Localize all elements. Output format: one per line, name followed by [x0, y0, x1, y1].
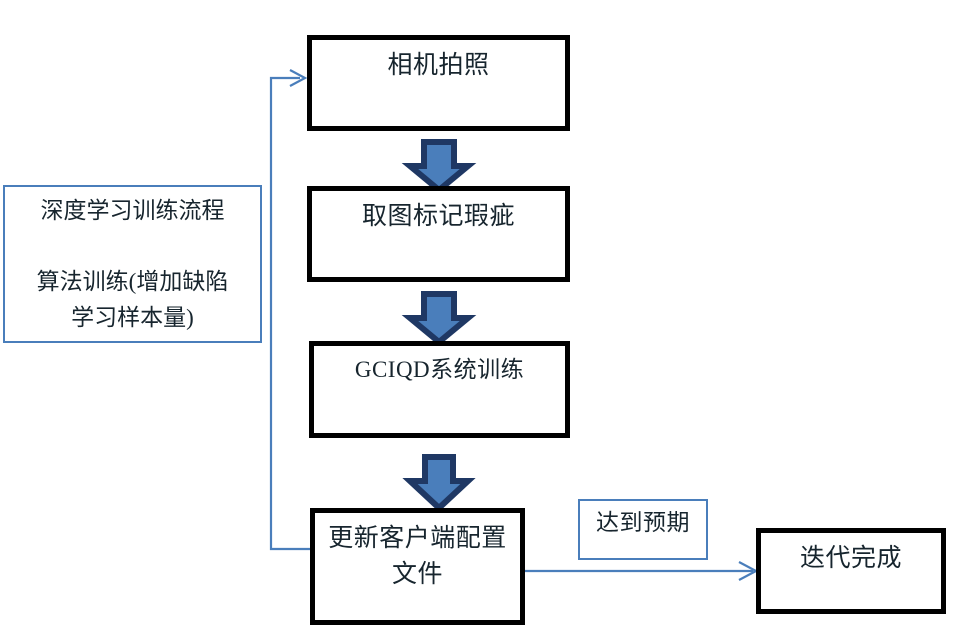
note-training-process: 深度学习训练流程 算法训练(增加缺陷 学习样本量) [3, 185, 262, 343]
note-training-process-label: 深度学习训练流程 算法训练(增加缺陷 学习样本量) [36, 198, 229, 330]
node-iteration-done-label: 迭代完成 [799, 545, 902, 572]
node-annotate[interactable]: 取图标记瑕疵 [307, 186, 570, 282]
node-capture[interactable]: 相机拍照 [307, 35, 570, 131]
node-update-config-label: 更新客户端配置 文件 [328, 525, 507, 588]
block-arrow-capture-to-annotate [401, 139, 477, 194]
feedback-loop-arrowhead [289, 69, 308, 87]
node-iteration-done[interactable]: 迭代完成 [756, 528, 946, 614]
label-expectation-met-text: 达到预期 [596, 510, 690, 535]
node-train[interactable]: GCIQD系统训练 [309, 341, 570, 438]
label-expectation-met: 达到预期 [578, 499, 708, 560]
update-to-done-arrowhead [738, 561, 759, 581]
block-arrow-train-to-update [402, 454, 476, 513]
node-update-config[interactable]: 更新客户端配置 文件 [310, 508, 525, 625]
node-annotate-label: 取图标记瑕疵 [361, 203, 515, 230]
node-capture-label: 相机拍照 [387, 52, 490, 79]
block-arrow-annotate-to-train [401, 291, 477, 346]
node-train-label: GCIQD系统训练 [354, 357, 525, 382]
feedback-loop-line [269, 76, 310, 551]
